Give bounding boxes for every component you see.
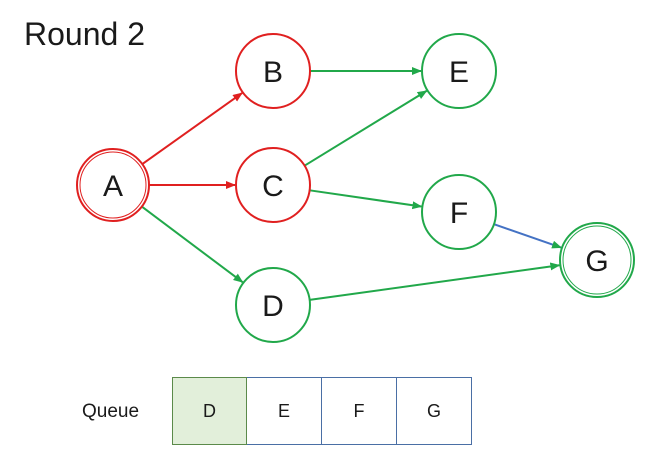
edge-a-d [141,205,244,284]
node-c: C [235,147,311,223]
node-circle [421,174,497,250]
node-circle [559,222,635,298]
round-title: Round 2 [24,16,145,52]
node-g: G [559,222,635,298]
node-e: E [421,33,497,109]
queue-cell: F [322,377,397,445]
edge-f-g [493,223,563,249]
node-label: C [262,170,284,203]
node-label: G [585,245,608,278]
node-circle [235,33,311,109]
nodes-layer: A B C D E F G [76,33,635,343]
node-inner-ring [562,225,632,295]
node-inner-ring [79,151,147,219]
node-circle [235,147,311,223]
node-label: D [262,290,284,323]
node-f: F [421,174,497,250]
queue-cell: E [247,377,322,445]
node-label: F [450,197,468,230]
node-circle [421,33,497,109]
edges-layer [141,67,563,301]
queue-cell: D [172,377,247,445]
node-a: A [76,148,150,222]
node-b: B [235,33,311,109]
edge-d-g [309,262,561,301]
node-circle [76,148,150,222]
node-circle [235,267,311,343]
node-label: A [103,170,123,203]
node-label: B [263,56,283,89]
graph-diagram: A B C D E F G [76,33,635,343]
node-label: E [449,56,469,89]
queue-label: Queue [82,401,140,422]
queue-cell: G [397,377,472,445]
queue: D E F G [172,377,472,445]
edge-a-b [141,92,243,165]
edge-c-f [309,189,423,210]
node-d: D [235,267,311,343]
edge-c-e [304,90,428,167]
